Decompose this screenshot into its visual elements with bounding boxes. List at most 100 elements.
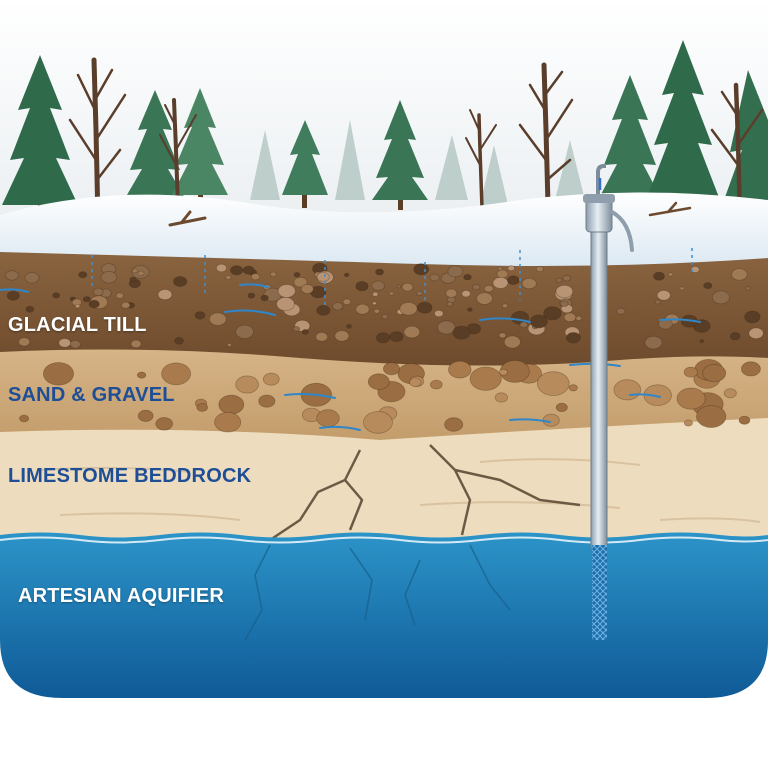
pebble: [462, 290, 471, 297]
pebble: [130, 277, 136, 282]
pebble: [495, 393, 507, 402]
pebble: [376, 333, 389, 343]
pebble: [26, 306, 34, 312]
pebble: [453, 326, 470, 339]
pebble: [227, 343, 231, 346]
pebble: [75, 304, 79, 307]
pebble: [741, 362, 760, 376]
pebble: [654, 272, 665, 280]
pebble: [209, 313, 226, 326]
pebble: [382, 314, 388, 319]
pebble: [522, 278, 536, 289]
pebble: [278, 285, 295, 298]
pebble: [464, 274, 472, 280]
pebble: [174, 277, 187, 287]
pebble: [507, 276, 519, 285]
pebble: [374, 309, 380, 313]
pebble: [645, 336, 662, 349]
pebble: [317, 272, 329, 281]
pebble: [430, 380, 442, 389]
pebble: [561, 301, 569, 307]
pebble: [684, 367, 697, 377]
pebble: [745, 311, 761, 323]
pebble: [655, 300, 660, 304]
pebble: [504, 336, 520, 348]
pebble: [251, 274, 260, 280]
pebble: [677, 388, 705, 409]
pebble: [19, 338, 30, 346]
pebble: [195, 312, 205, 320]
pebble: [520, 322, 528, 328]
pebble: [132, 269, 137, 273]
pebble: [243, 266, 254, 274]
pebble: [410, 378, 422, 387]
label-glacial-till: GLACIAL TILL: [8, 314, 147, 337]
pebble: [236, 376, 259, 393]
pebble: [368, 374, 389, 390]
pebble: [5, 271, 18, 281]
pebble: [712, 291, 729, 304]
pebble: [389, 292, 393, 295]
pebble: [158, 289, 172, 299]
pebble: [732, 269, 748, 281]
pebble: [697, 406, 726, 428]
pebble: [7, 291, 19, 300]
pebble: [333, 302, 343, 310]
pebble: [236, 325, 254, 338]
pebble: [93, 288, 103, 296]
pebble: [116, 293, 124, 299]
pebble: [414, 264, 429, 275]
pebble: [434, 310, 443, 317]
pebble: [745, 287, 750, 291]
pebble: [402, 283, 413, 291]
pebble: [137, 372, 145, 378]
pebble: [316, 332, 328, 341]
pebble: [215, 412, 241, 432]
pebble: [70, 340, 80, 348]
pebble: [293, 327, 299, 332]
pebble: [477, 293, 493, 305]
pebble: [270, 272, 276, 277]
pebble: [356, 282, 368, 291]
pebble: [376, 269, 384, 275]
pebble: [400, 302, 417, 315]
pebble: [430, 274, 439, 281]
pebble: [447, 302, 453, 306]
pebble: [700, 340, 704, 343]
pebble: [473, 284, 480, 290]
pebble: [617, 308, 625, 314]
pebble: [448, 266, 463, 277]
pebble: [373, 292, 378, 296]
pebble: [20, 415, 29, 422]
well-screen-mesh: [592, 545, 607, 640]
pebble: [356, 304, 369, 314]
pebble: [83, 297, 90, 302]
pebble: [508, 266, 515, 271]
pebble: [302, 330, 308, 335]
pebble: [301, 284, 313, 293]
pebble: [730, 333, 740, 340]
pebble: [25, 273, 39, 284]
pebble: [197, 403, 208, 411]
pebble: [263, 373, 279, 385]
pebble: [175, 337, 184, 344]
pebble: [162, 363, 191, 385]
pebble: [536, 266, 543, 272]
label-sand-gravel: SAND & GRAVEL: [8, 384, 175, 407]
pebble: [569, 385, 577, 391]
pebble: [138, 271, 144, 276]
pebble: [156, 418, 173, 431]
pebble: [317, 410, 340, 427]
pebble: [556, 278, 562, 282]
pebble: [383, 363, 399, 375]
pebble: [684, 420, 692, 426]
pebble: [468, 308, 473, 312]
pebble: [53, 293, 60, 298]
pebble: [556, 403, 567, 411]
pebble: [449, 361, 472, 378]
pebble: [530, 315, 547, 328]
pebble: [248, 293, 255, 298]
pebble: [390, 332, 403, 342]
pebble: [131, 340, 141, 348]
